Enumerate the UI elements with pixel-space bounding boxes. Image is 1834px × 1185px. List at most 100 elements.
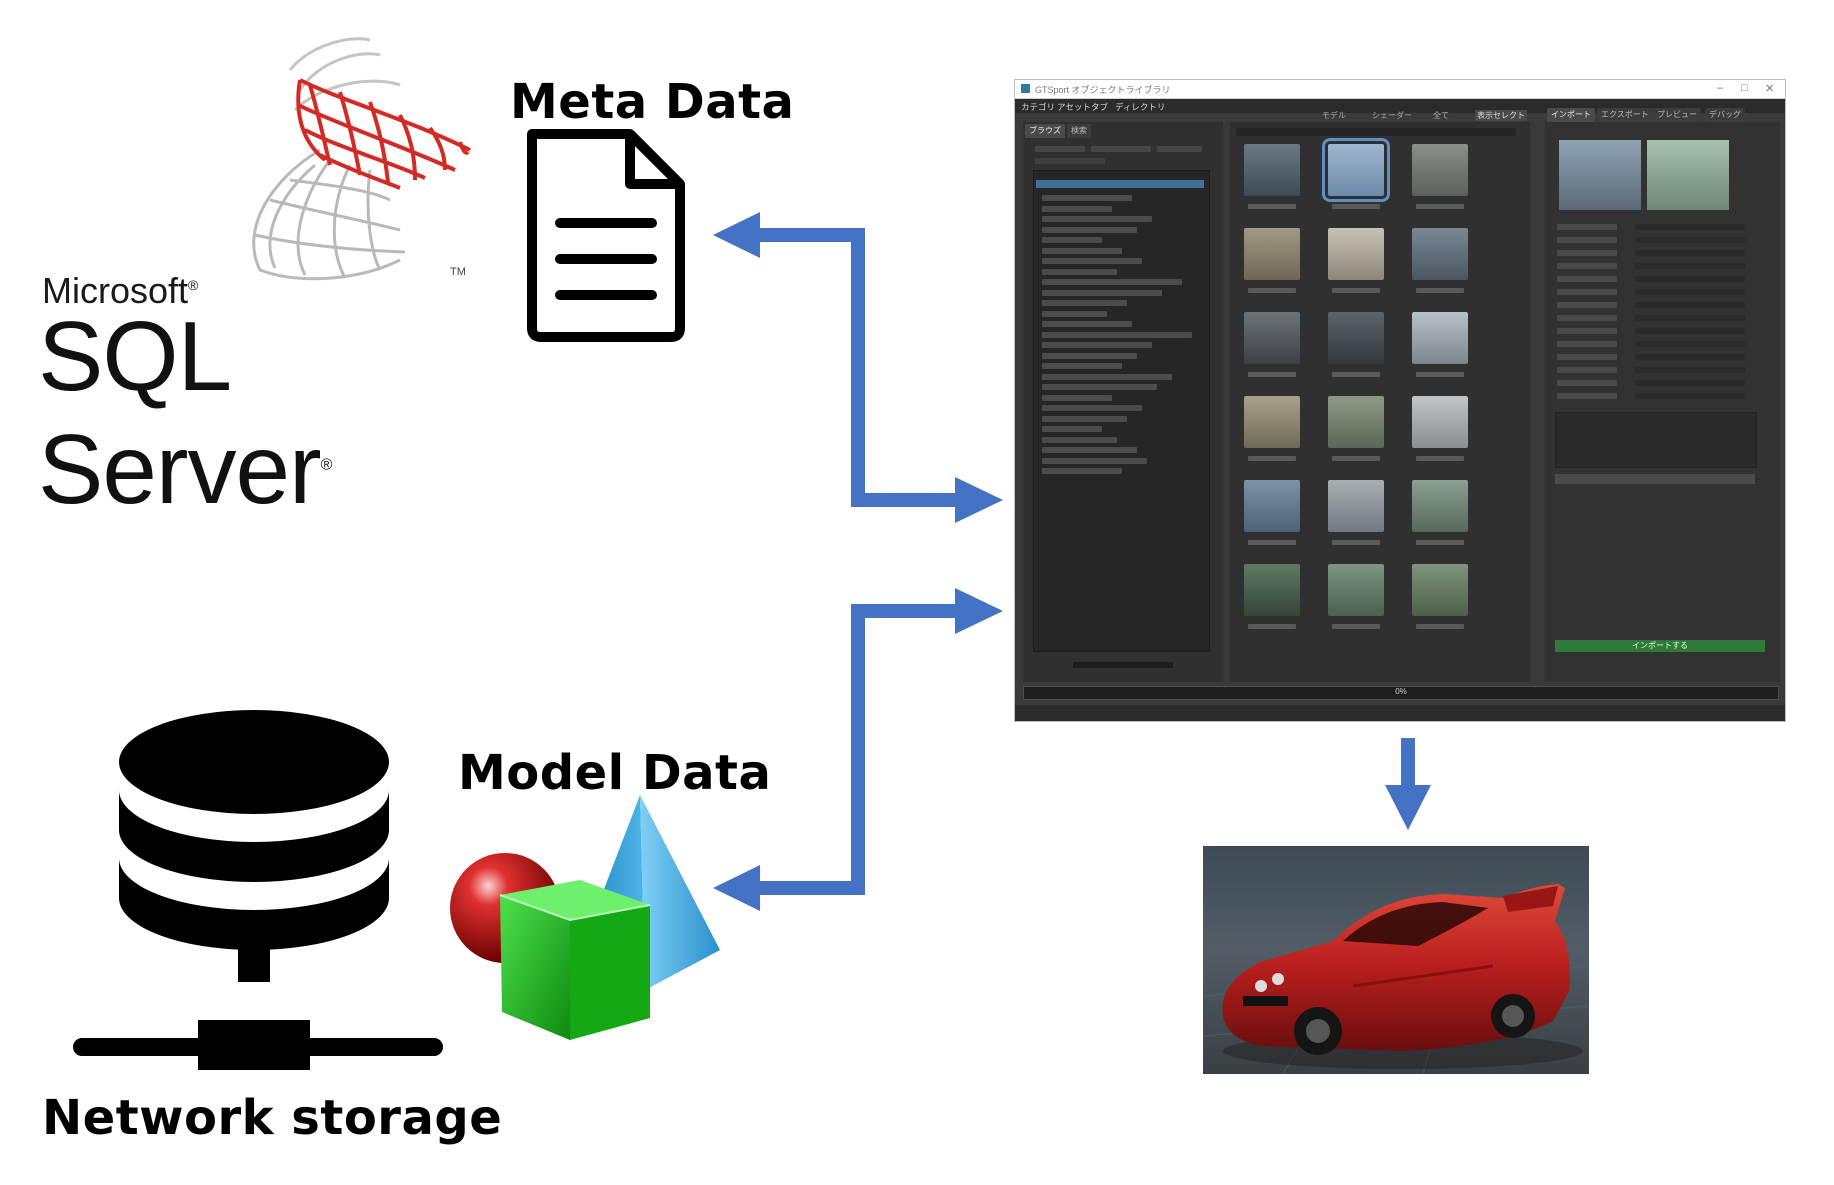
tab-browse[interactable]: ブラウズ xyxy=(1025,124,1065,138)
tab-import[interactable]: インポート xyxy=(1547,108,1595,122)
property-label xyxy=(1557,302,1617,308)
tree-item[interactable] xyxy=(1042,457,1147,464)
thumbnail-caption xyxy=(1332,372,1380,377)
trademark-mark: TM xyxy=(450,266,466,278)
property-value[interactable] xyxy=(1635,263,1745,269)
section-header xyxy=(1555,474,1755,484)
thumbnail-caption xyxy=(1416,204,1464,209)
property-value[interactable] xyxy=(1635,367,1745,373)
asset-thumbnail[interactable] xyxy=(1244,396,1300,448)
arrowhead-to-render xyxy=(1385,785,1431,830)
object-library-window[interactable]: GTSport オブジェクトライブラリ – □ ✕ カテゴリ アセット タブ デ… xyxy=(1015,80,1785,721)
tab-export[interactable]: エクスポート xyxy=(1597,108,1653,122)
tree-item[interactable] xyxy=(1042,342,1152,348)
tree-selected-row[interactable] xyxy=(1036,180,1204,188)
menu-item-asset[interactable]: アセット xyxy=(1057,102,1091,112)
asset-thumbnail[interactable] xyxy=(1328,312,1384,364)
tree-item[interactable] xyxy=(1042,279,1182,285)
tree-item[interactable] xyxy=(1042,268,1117,275)
asset-thumbnail[interactable] xyxy=(1322,138,1390,202)
property-value[interactable] xyxy=(1635,380,1745,386)
menu-item-directory[interactable]: ディレクトリ xyxy=(1115,102,1166,112)
thumbnail-caption xyxy=(1332,540,1380,545)
property-value[interactable] xyxy=(1635,224,1745,230)
asset-thumbnail[interactable] xyxy=(1244,312,1300,364)
property-label xyxy=(1557,263,1617,269)
property-label xyxy=(1557,237,1617,243)
filter-model[interactable]: モデル xyxy=(1322,111,1346,120)
tab-preview[interactable]: プレビュー xyxy=(1653,108,1701,122)
tree-item[interactable] xyxy=(1042,237,1102,243)
tree-item[interactable] xyxy=(1042,363,1122,369)
property-value[interactable] xyxy=(1635,302,1745,308)
tree-item[interactable] xyxy=(1042,195,1132,201)
category-tree[interactable] xyxy=(1033,170,1210,652)
tree-item[interactable] xyxy=(1042,394,1112,401)
property-value[interactable] xyxy=(1635,354,1745,360)
maximize-icon[interactable]: □ xyxy=(1741,82,1748,94)
tree-item[interactable] xyxy=(1042,436,1117,443)
asset-thumbnail[interactable] xyxy=(1244,228,1300,280)
thumbnail-caption xyxy=(1332,204,1380,209)
tab-search[interactable]: 検索 xyxy=(1067,124,1091,138)
tree-item[interactable] xyxy=(1042,226,1137,233)
tab-debug[interactable]: デバッグ xyxy=(1705,108,1745,122)
asset-thumbnail[interactable] xyxy=(1328,228,1384,280)
asset-thumbnail[interactable] xyxy=(1244,564,1300,616)
tree-item[interactable] xyxy=(1042,216,1152,222)
arrow-app-model xyxy=(745,604,960,895)
property-value[interactable] xyxy=(1635,328,1745,334)
menu-item-tab[interactable]: タブ xyxy=(1091,102,1109,112)
filter-all[interactable]: 全て xyxy=(1433,111,1449,120)
property-value[interactable] xyxy=(1635,276,1745,282)
window-titlebar[interactable]: GTSport オブジェクトライブラリ – □ ✕ xyxy=(1015,80,1785,99)
filter-shader[interactable]: シェーダー xyxy=(1372,111,1412,120)
tree-item[interactable] xyxy=(1042,415,1127,422)
3d-shapes-icon xyxy=(450,795,720,1040)
tree-item[interactable] xyxy=(1042,331,1192,338)
close-icon[interactable]: ✕ xyxy=(1765,83,1775,95)
asset-thumbnail[interactable] xyxy=(1412,312,1468,364)
display-select-dropdown[interactable]: 表示セレクト xyxy=(1475,110,1527,121)
tree-item[interactable] xyxy=(1042,426,1102,432)
property-value[interactable] xyxy=(1635,393,1745,399)
tree-item[interactable] xyxy=(1042,300,1127,306)
import-panel: インポート エクスポート プレビュー デバッグ インポートする xyxy=(1545,108,1780,682)
tree-item[interactable] xyxy=(1042,384,1157,390)
tree-item[interactable] xyxy=(1042,258,1142,264)
tree-item[interactable] xyxy=(1042,289,1162,296)
arrowhead-to-app-top xyxy=(955,477,1003,523)
tree-item[interactable] xyxy=(1042,373,1172,380)
import-button[interactable]: インポートする xyxy=(1555,640,1765,652)
tree-item[interactable] xyxy=(1042,247,1122,254)
asset-thumbnail[interactable] xyxy=(1412,144,1468,196)
asset-thumbnail[interactable] xyxy=(1244,480,1300,532)
tree-item[interactable] xyxy=(1042,352,1137,359)
asset-thumbnail[interactable] xyxy=(1412,396,1468,448)
tree-item[interactable] xyxy=(1042,468,1122,474)
sql-server-logo: TM Microsoft® SQL Server® xyxy=(30,30,510,524)
property-value[interactable] xyxy=(1635,237,1745,243)
tree-item[interactable] xyxy=(1042,405,1142,411)
asset-thumbnail[interactable] xyxy=(1412,228,1468,280)
asset-thumbnail[interactable] xyxy=(1244,144,1300,196)
minimize-icon[interactable]: – xyxy=(1717,82,1724,94)
asset-thumbnail[interactable] xyxy=(1328,396,1384,448)
asset-thumbnail[interactable] xyxy=(1328,480,1384,532)
menu-item-category[interactable]: カテゴリ xyxy=(1021,102,1056,112)
property-value[interactable] xyxy=(1635,289,1745,295)
asset-thumbnail[interactable] xyxy=(1328,564,1384,616)
property-label xyxy=(1557,341,1617,347)
property-label xyxy=(1557,354,1617,360)
property-value[interactable] xyxy=(1635,250,1745,256)
tree-item[interactable] xyxy=(1042,321,1132,327)
network-storage-label: Network storage xyxy=(42,1090,503,1146)
property-value[interactable] xyxy=(1635,315,1745,321)
asset-thumbnail[interactable] xyxy=(1412,480,1468,532)
tree-item[interactable] xyxy=(1042,447,1137,453)
asset-thumbnail[interactable] xyxy=(1412,564,1468,616)
property-value[interactable] xyxy=(1635,341,1745,347)
tree-item[interactable] xyxy=(1042,310,1107,317)
tree-item[interactable] xyxy=(1042,205,1112,212)
arrow-app-meta xyxy=(745,228,960,507)
